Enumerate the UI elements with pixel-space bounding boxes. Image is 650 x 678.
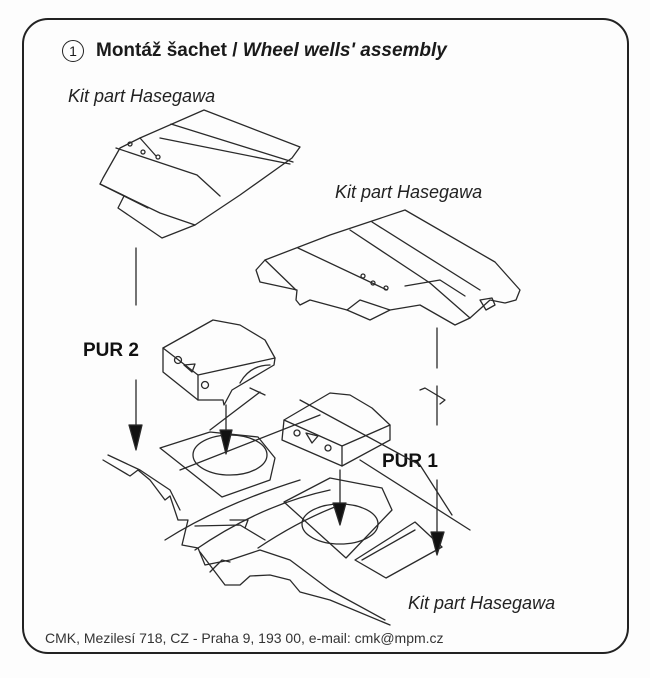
pur2-label: PUR 2 <box>83 340 139 361</box>
pur1-part-drawing <box>281 392 391 467</box>
pur1-label: PUR 1 <box>382 451 438 472</box>
arrow-head-left <box>128 424 143 451</box>
assembly-arrows <box>128 247 446 556</box>
instruction-frame <box>22 18 629 654</box>
step-number-badge: 1 <box>62 40 84 62</box>
step-title: 1 Montáž šachet / Wheel wells' assembly <box>62 40 447 62</box>
title-czech: Montáž šachet <box>96 40 227 61</box>
title-english: Wheel wells' assembly <box>242 40 447 61</box>
arrow-head-pur1 <box>332 502 347 526</box>
kit-part-top-right-drawing <box>255 209 521 326</box>
kit-part-label-bottom-right: Kit part Hasegawa <box>408 593 556 613</box>
arrow-head-pur2 <box>219 429 233 455</box>
kit-part-label-top-right: Kit part Hasegawa <box>335 182 483 202</box>
kit-part-label-top-left: Kit part Hasegawa <box>68 86 216 106</box>
kit-part-top-left-drawing <box>99 109 301 239</box>
arrow-head-right <box>430 531 445 556</box>
fuselage-underside-drawing <box>102 387 471 626</box>
footer-contact: CMK, Mezilesí 718, CZ - Praha 9, 193 00,… <box>45 630 444 646</box>
clip-detail <box>419 387 446 405</box>
title-separator: / <box>226 40 243 61</box>
pur2-part-drawing <box>162 319 276 406</box>
